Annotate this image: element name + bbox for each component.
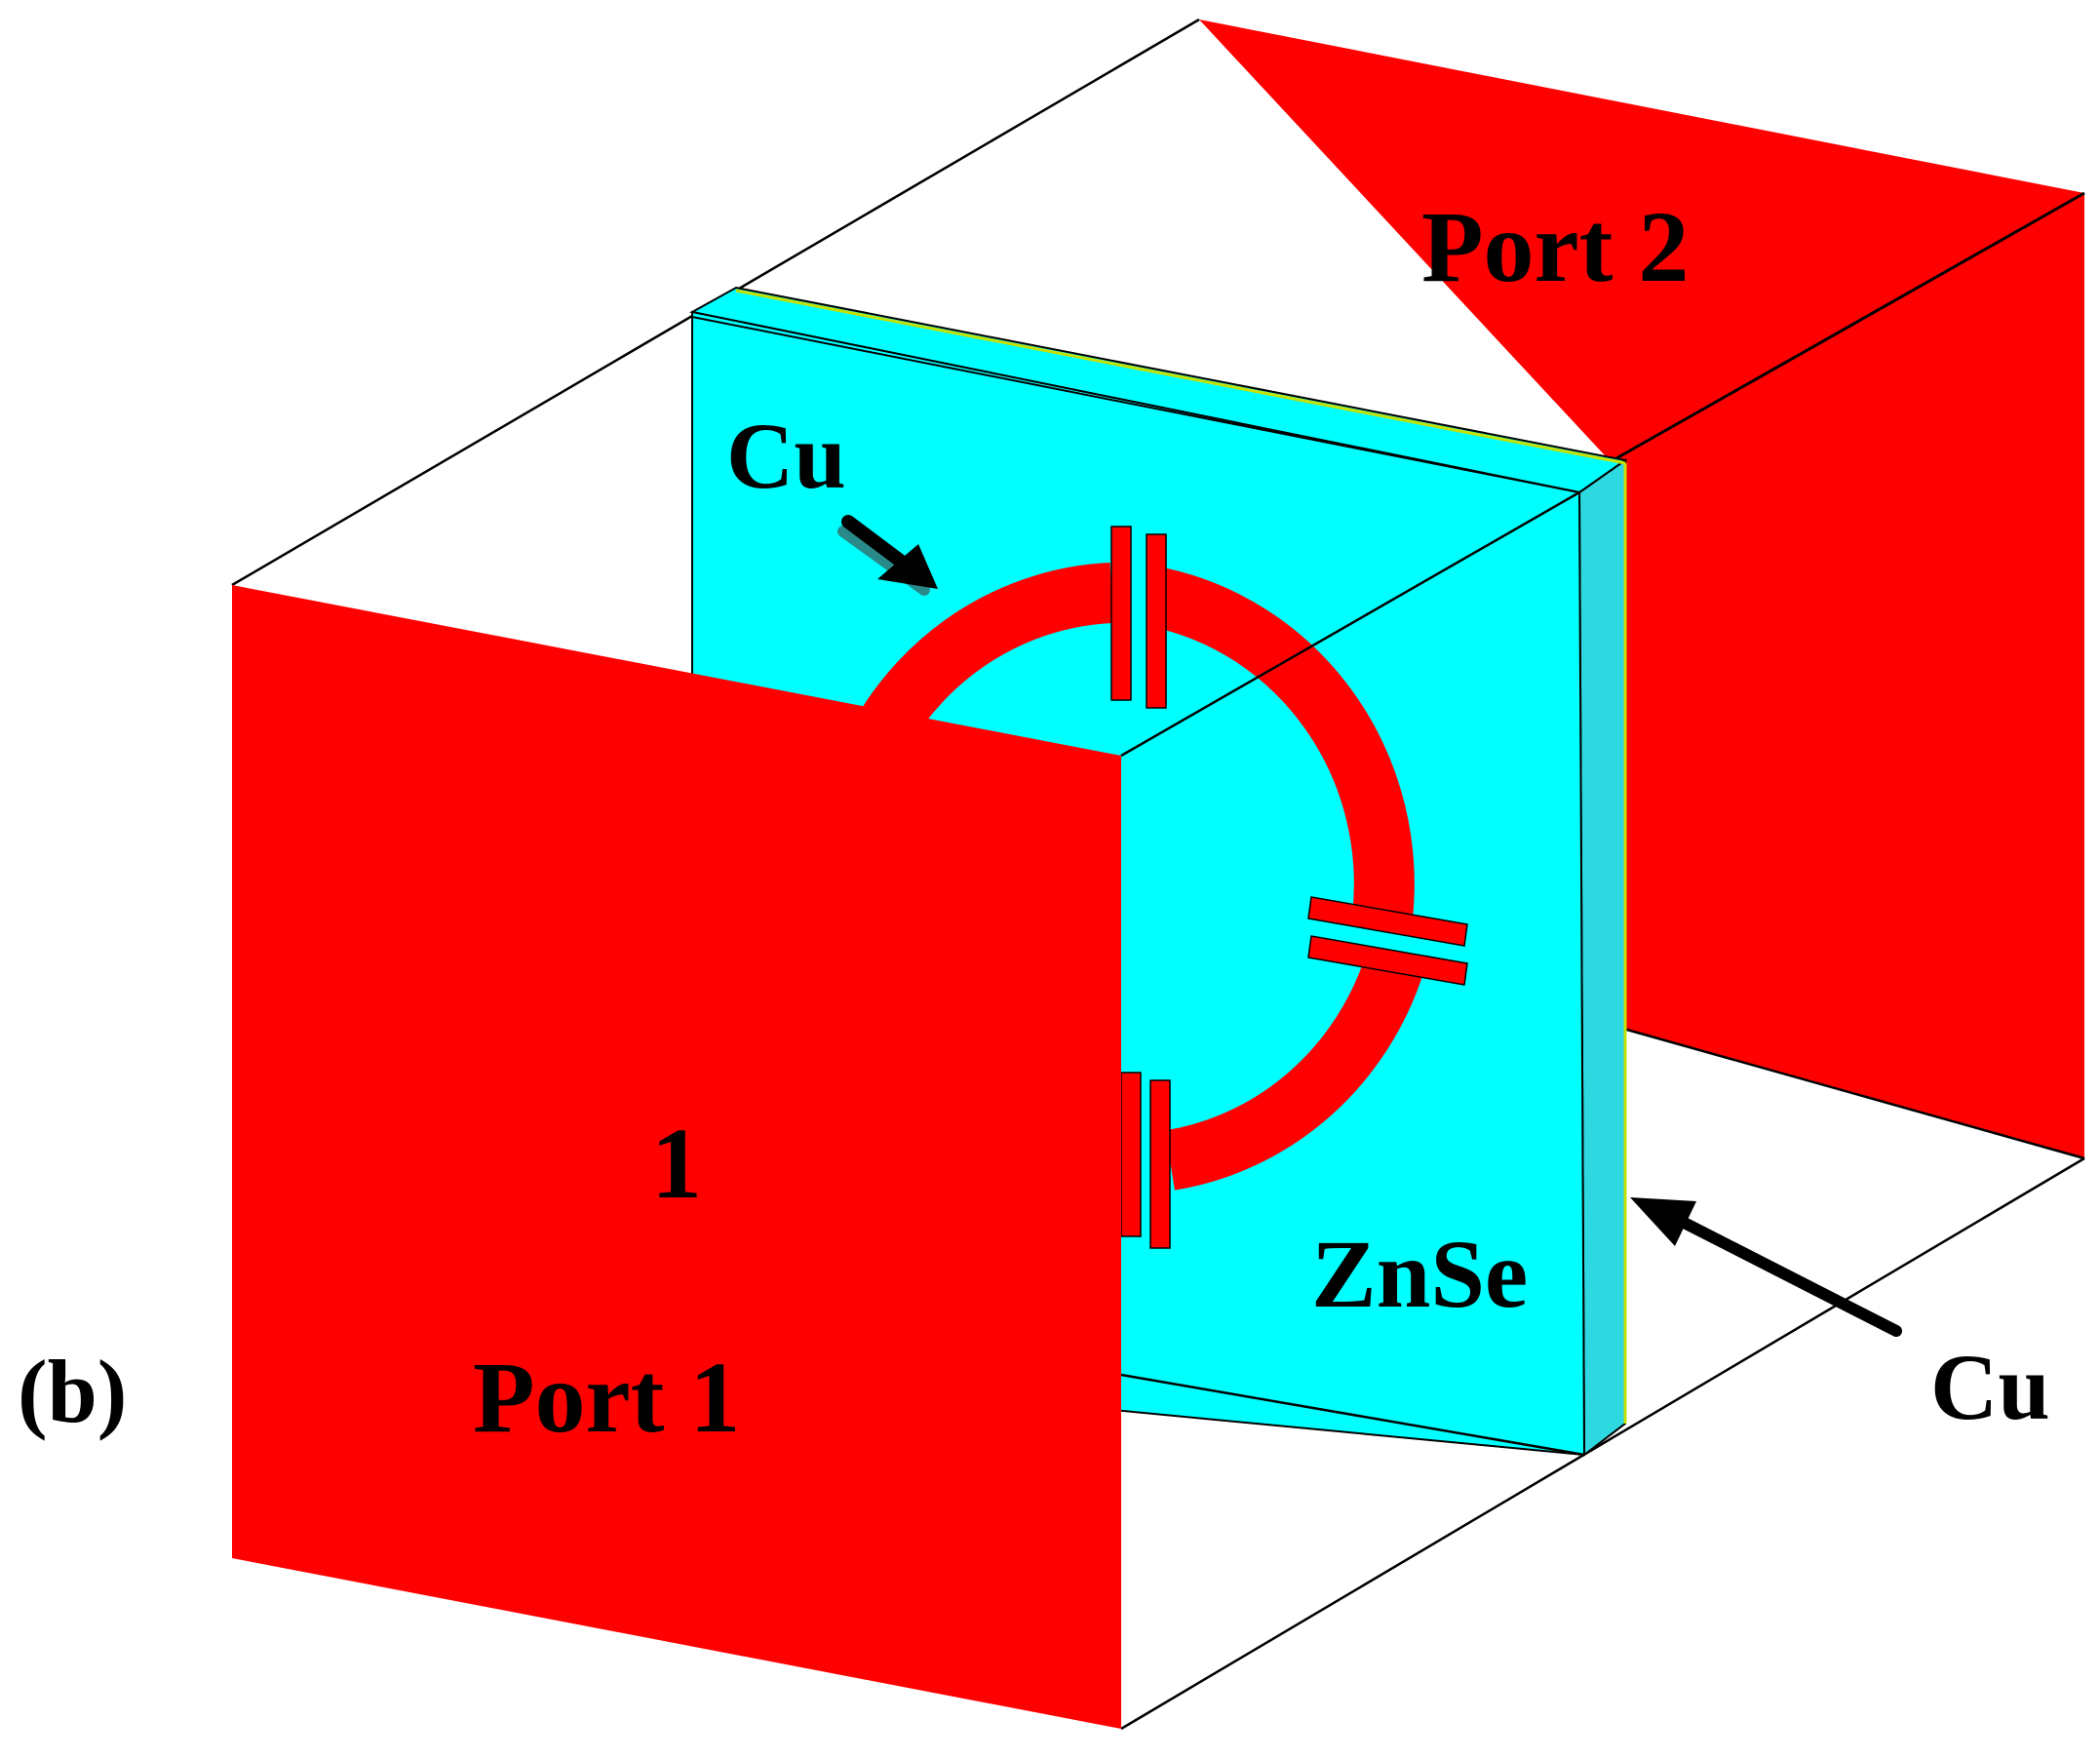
substrate-inner-edge bbox=[691, 316, 1580, 493]
panel-label: (b) bbox=[18, 1342, 127, 1441]
arrow-cu-back bbox=[1630, 1197, 1902, 1337]
cu-back-label: Cu bbox=[1930, 1335, 2050, 1439]
arrow-cu-top bbox=[837, 515, 938, 596]
bottom-gap-plate-right bbox=[1149, 1079, 1171, 1249]
port2-panel bbox=[1199, 20, 2085, 1158]
box-wireframe-front bbox=[1120, 490, 1585, 1457]
cu-split-ring bbox=[850, 526, 1468, 1249]
port1-number: 1 bbox=[651, 1108, 702, 1220]
ring-arc-upper-left bbox=[850, 563, 1113, 757]
port2-label: Port 2 bbox=[1421, 191, 1689, 303]
ring-arc-lower-right bbox=[1164, 955, 1423, 1191]
port1-panel bbox=[232, 585, 1121, 1729]
bottom-gap-plate-left bbox=[1120, 1072, 1142, 1237]
top-gap-plate-left bbox=[1110, 526, 1132, 701]
ring-arc-upper-right bbox=[1148, 567, 1415, 920]
port1-face bbox=[232, 585, 1121, 1729]
port2-fold-edge bbox=[1615, 191, 2085, 460]
cu-back-layer-top bbox=[735, 289, 1626, 465]
znse-label: ZnSe bbox=[1311, 1220, 1528, 1328]
right-gap-plate-lower bbox=[1307, 935, 1468, 986]
top-gap-plate-right bbox=[1146, 533, 1167, 709]
cu-top-label: Cu bbox=[726, 404, 846, 508]
port2-face bbox=[1199, 20, 2084, 1158]
port1-label: Port 1 bbox=[473, 1342, 740, 1454]
right-gap-plate-upper bbox=[1307, 896, 1468, 947]
substrate-side bbox=[1577, 458, 1626, 1458]
